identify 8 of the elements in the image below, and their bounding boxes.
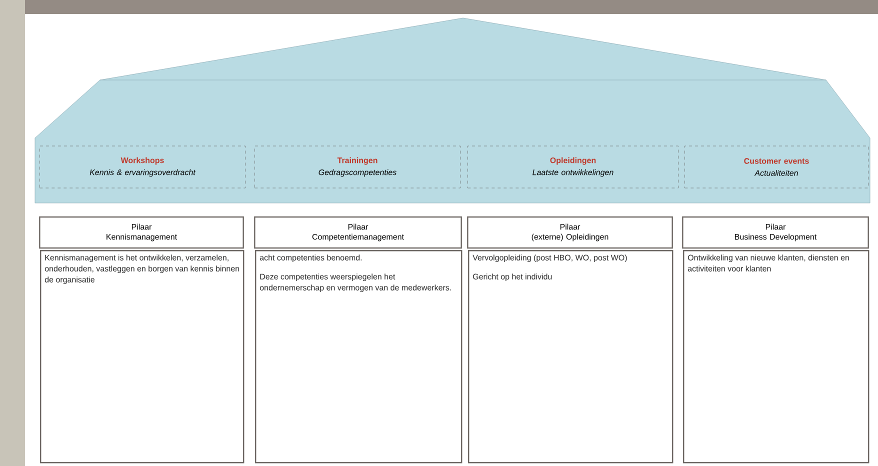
program-box: Customer events Actualiteiten bbox=[684, 146, 869, 188]
program-box: Workshops Kennis & ervaringsoverdracht bbox=[39, 146, 246, 188]
pillar-header: Pilaar Business Development bbox=[682, 216, 869, 249]
pillar-header: Pilaar Kennismanagement bbox=[39, 216, 244, 249]
pillar-header: Pilaar Competentiemanagement bbox=[254, 216, 462, 249]
program-box: Trainingen Gedragscompetenties bbox=[254, 146, 461, 188]
pillar-header: Pilaar (externe) Opleidingen bbox=[467, 216, 673, 249]
program-box: Opleidingen Laatste ontwikkelingen bbox=[467, 146, 679, 188]
